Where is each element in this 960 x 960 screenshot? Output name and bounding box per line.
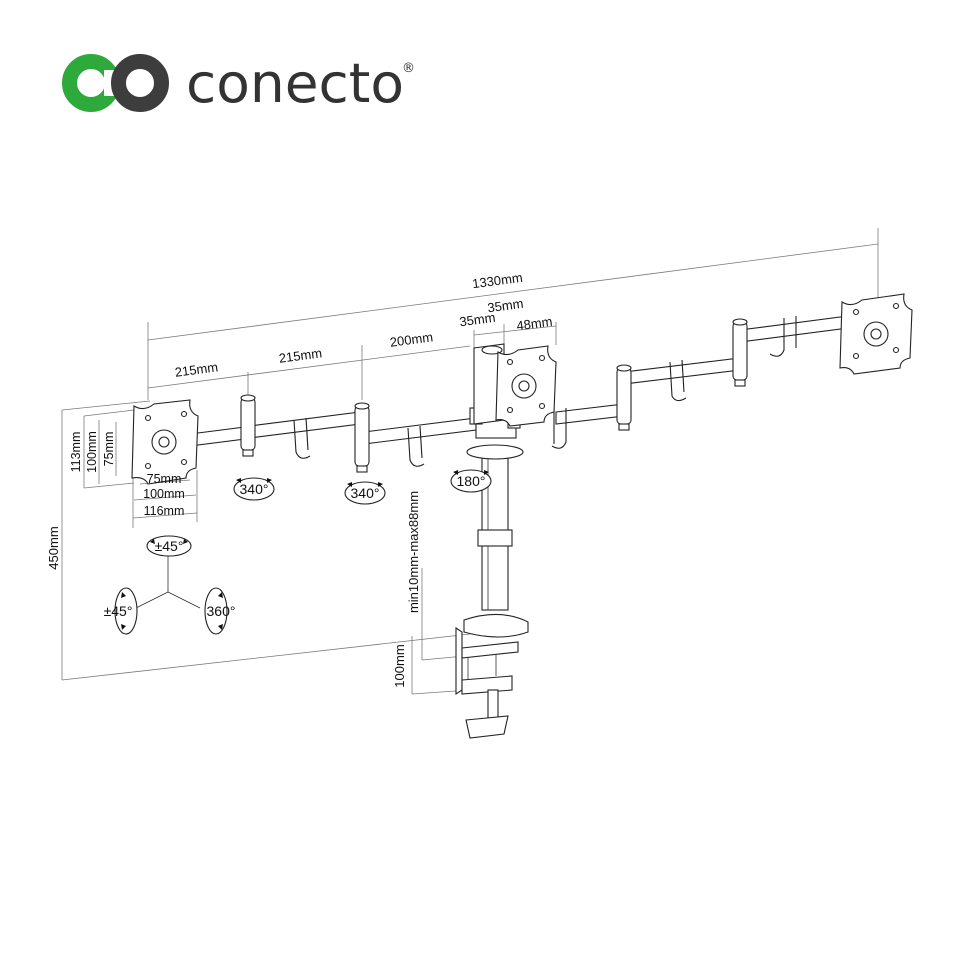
svg-text:340°: 340° xyxy=(351,485,380,501)
rotation-badges: 340° 340° 180° ±45° ±45° xyxy=(104,469,492,635)
tilt-top: ±45° xyxy=(146,535,192,557)
brand-name: conecto xyxy=(186,52,404,115)
svg-text:±45°: ±45° xyxy=(104,603,133,619)
vesa-plate-right xyxy=(839,293,913,375)
dim-head-48: 48mm xyxy=(516,314,554,334)
rotate-right: 360° xyxy=(204,587,236,635)
dim-head-35a: 35mm xyxy=(459,310,497,330)
dim-total-width: 1330mm xyxy=(471,270,523,291)
brand-name-text: conecto xyxy=(186,52,404,115)
svg-text:360°: 360° xyxy=(207,603,236,619)
rotation-arm-mid: 340° xyxy=(344,481,386,505)
dim-head-35b: 35mm xyxy=(487,296,525,316)
dim-plate-h-75: 75mm xyxy=(102,432,116,467)
vesa-plate-left xyxy=(131,399,199,485)
mount-drawing xyxy=(131,293,913,739)
dim-plate-h-113: 113mm xyxy=(69,432,83,473)
vesa-plate-center xyxy=(495,345,557,427)
dimension-labels: 1330mm 215mm 215mm 200mm 35mm 35mm 48mm … xyxy=(46,270,553,688)
svg-text:±45°: ±45° xyxy=(155,538,184,554)
dimension-lines xyxy=(61,228,879,695)
brand-logo: conecto ® xyxy=(62,52,415,115)
dim-plate-h-100: 100mm xyxy=(85,431,99,473)
rotation-arm-left: 340° xyxy=(233,477,275,501)
svg-text:340°: 340° xyxy=(240,481,269,497)
dim-arm-3: 200mm xyxy=(389,329,434,350)
rotation-head: 180° xyxy=(450,469,492,493)
dim-plate-w-116: 116mm xyxy=(144,504,185,518)
dim-plate-w-75: 75mm xyxy=(147,472,182,486)
dim-arm-2: 215mm xyxy=(278,345,323,366)
co-logo-icon xyxy=(62,54,169,112)
dim-arm-1: 215mm xyxy=(174,359,219,380)
dim-plate-w-100: 100mm xyxy=(143,487,185,501)
movement-axes xyxy=(135,556,201,609)
tilt-left: ±45° xyxy=(104,587,138,635)
dim-desk-range: min10mm-max88mm xyxy=(406,491,421,613)
registered-mark: ® xyxy=(402,61,415,76)
dim-height-450: 450mm xyxy=(46,526,61,569)
svg-text:180°: 180° xyxy=(457,473,486,489)
dim-clamp-100: 100mm xyxy=(392,644,407,687)
